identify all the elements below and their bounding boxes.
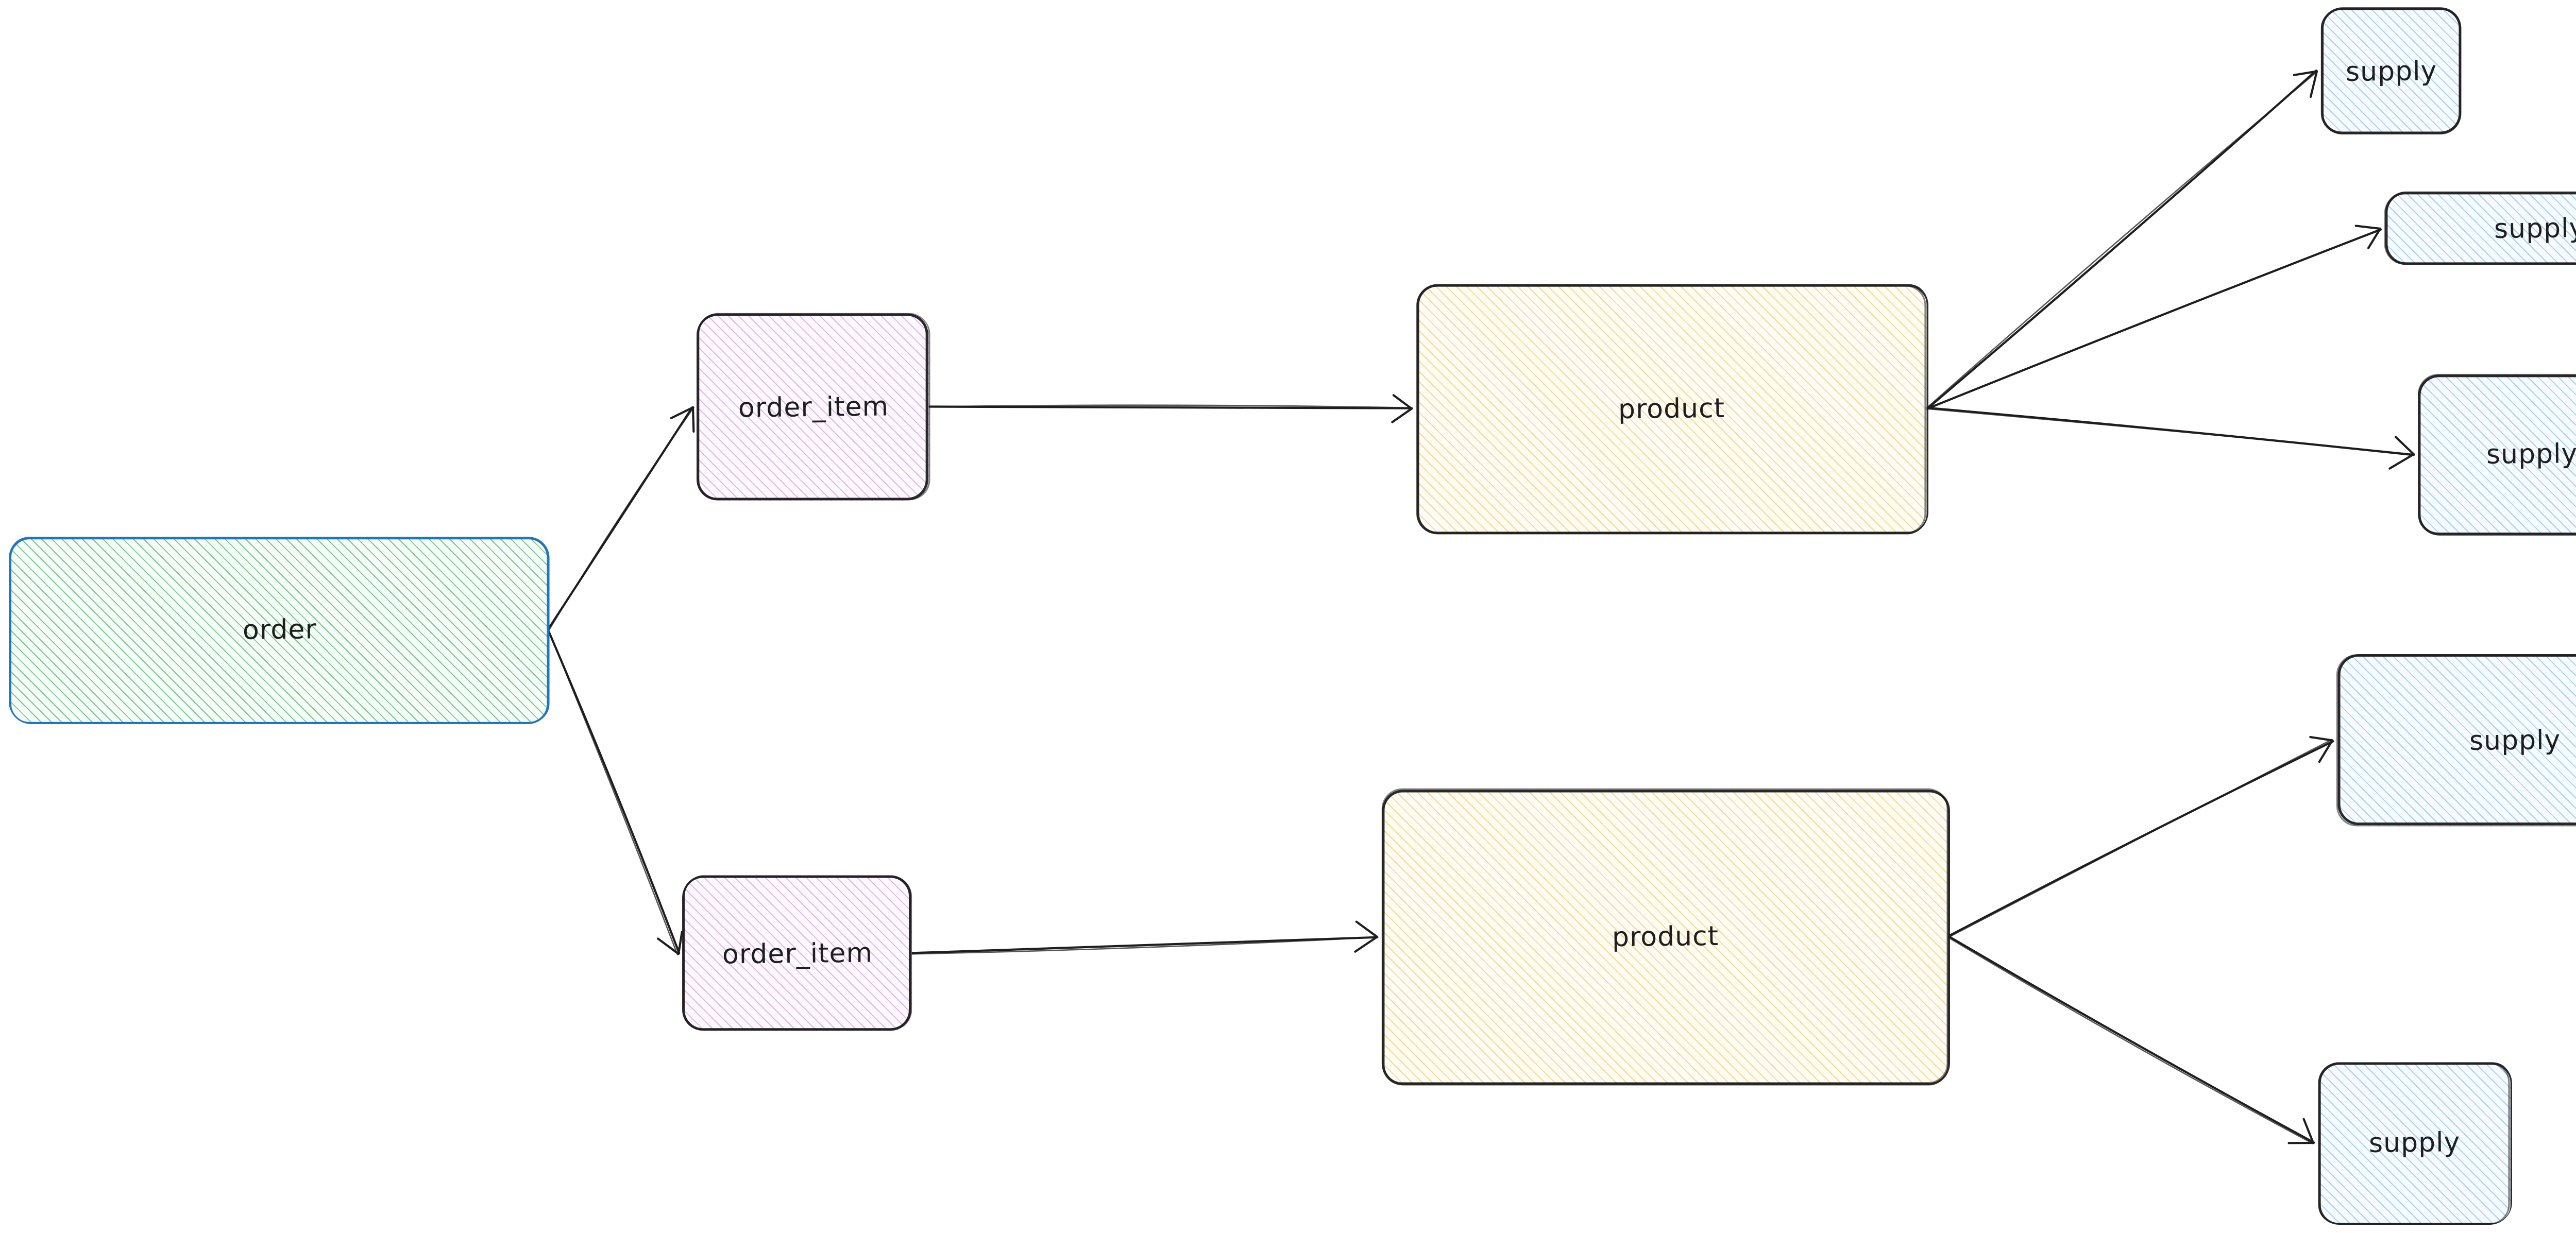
node-order[interactable]: order bbox=[9, 537, 550, 724]
node-label-order_item_1: order_item bbox=[738, 391, 889, 424]
edge-product_2-to-supply_5 bbox=[1947, 935, 2315, 1144]
edge-product_1-to-supply_2 bbox=[1925, 225, 2382, 410]
node-label-order_item_2: order_item bbox=[722, 937, 873, 970]
node-label-supply_3: supply bbox=[2486, 438, 2576, 470]
node-label-supply_2: supply bbox=[2494, 213, 2576, 245]
node-supply_1[interactable]: supply bbox=[2320, 7, 2462, 135]
edge-order_item_2-to-product_2 bbox=[910, 920, 1379, 955]
node-product_2[interactable]: product bbox=[1381, 788, 1950, 1086]
edge-product_1-to-supply_3 bbox=[1925, 406, 2415, 470]
edge-product_1-to-supply_1 bbox=[1926, 69, 2318, 410]
edge-order-to-order_item_1 bbox=[547, 406, 695, 631]
node-supply_5[interactable]: supply bbox=[2318, 1062, 2512, 1225]
node-label-supply_5: supply bbox=[2368, 1127, 2461, 1159]
node-supply_3[interactable]: supply bbox=[2417, 373, 2576, 536]
node-supply_2[interactable]: supply bbox=[2384, 191, 2576, 265]
node-label-product_1: product bbox=[1618, 392, 1725, 425]
edge-product_2-to-supply_4 bbox=[1947, 735, 2334, 938]
node-order_item_1[interactable]: order_item bbox=[697, 313, 930, 501]
node-label-product_2: product bbox=[1612, 920, 1719, 953]
node-order_item_2[interactable]: order_item bbox=[682, 875, 912, 1031]
node-supply_4[interactable]: supply bbox=[2336, 654, 2576, 827]
node-label-supply_1: supply bbox=[2346, 55, 2437, 88]
node-label-order: order bbox=[242, 614, 317, 646]
node-label-supply_4: supply bbox=[2469, 724, 2561, 757]
edge-order-to-order_item_2 bbox=[547, 629, 683, 955]
edge-order_item_1-to-product_1 bbox=[928, 394, 1413, 423]
node-product_1[interactable]: product bbox=[1416, 284, 1928, 535]
